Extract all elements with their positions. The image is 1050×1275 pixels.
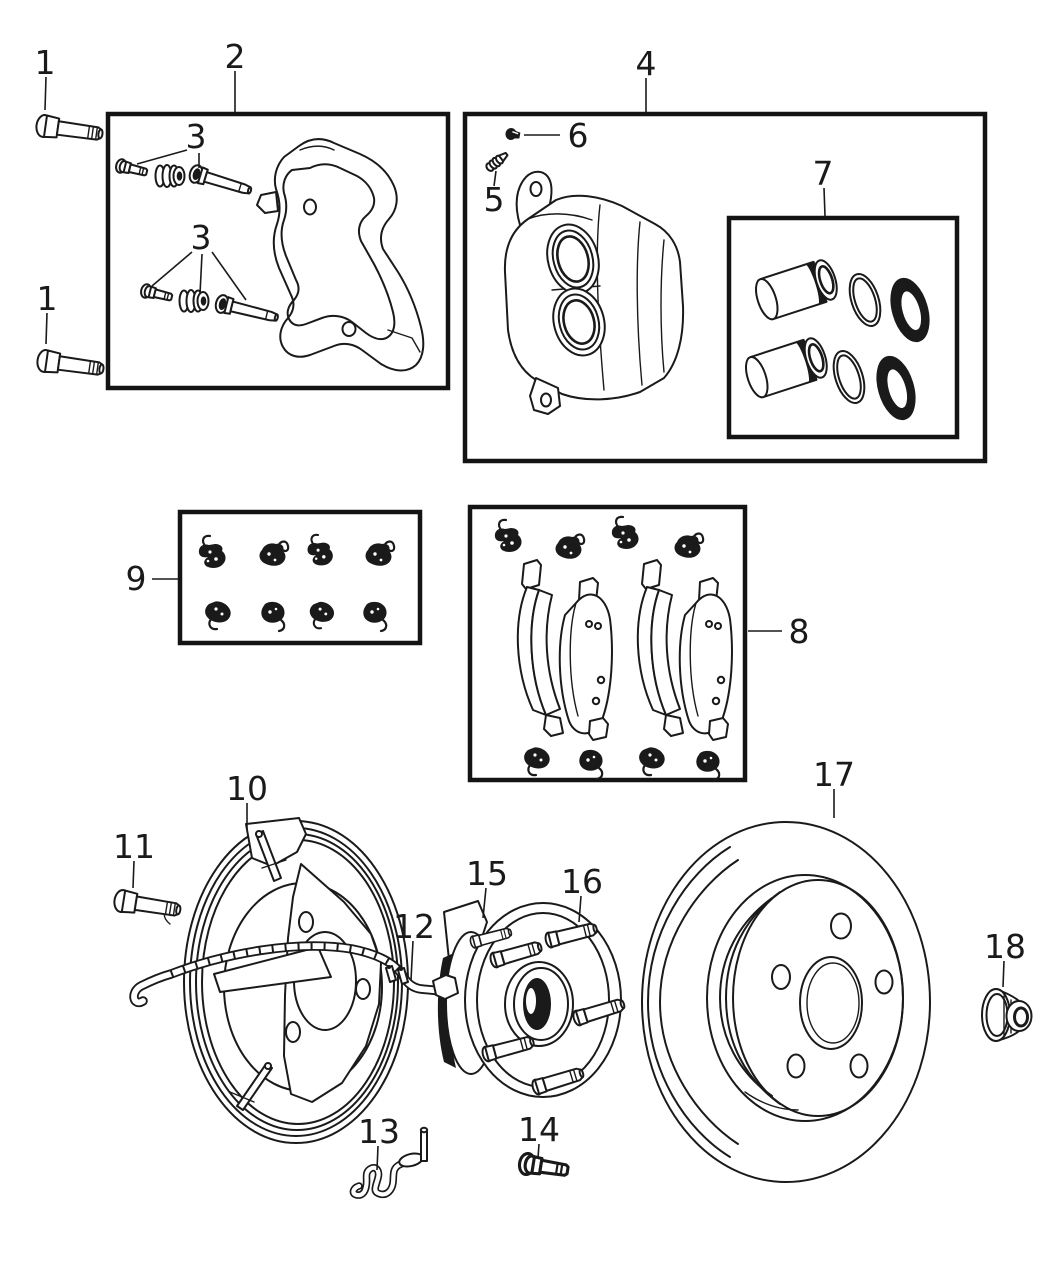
leader-13 <box>376 1145 379 1171</box>
callout-16: 16 <box>561 862 603 901</box>
callout-11: 11 <box>113 827 155 866</box>
guide-pin-kit-upper <box>113 157 255 201</box>
leader-12 <box>410 940 414 981</box>
callout-1-upper: 1 <box>35 43 56 82</box>
callout-13: 13 <box>358 1112 400 1151</box>
hardware-clip-kit-box <box>177 509 423 646</box>
leader-3-upper <box>136 149 200 168</box>
brake-rotor <box>641 821 931 1183</box>
bleeder-screw <box>485 151 509 172</box>
leader-1-upper <box>44 76 47 111</box>
hub-bearing-assembly <box>437 900 628 1098</box>
callout-12: 12 <box>393 907 435 946</box>
brake-pad-kit <box>493 515 733 782</box>
callout-3-upper: 3 <box>186 117 207 156</box>
shield-top-tab <box>245 817 307 867</box>
callout-8: 8 <box>789 612 810 651</box>
caliper-assembly-box <box>462 111 988 464</box>
brake-caliper <box>503 170 685 415</box>
callout-5: 5 <box>484 180 505 219</box>
callout-14: 14 <box>518 1110 560 1149</box>
brake-splash-shield <box>163 817 409 1144</box>
callout-2: 2 <box>225 37 246 76</box>
mounting-bolt-lower <box>35 348 106 382</box>
leader-5 <box>493 170 497 187</box>
guide-pin-kit-lower <box>138 282 281 328</box>
leader-11 <box>132 860 135 889</box>
callout-10: 10 <box>226 769 268 808</box>
wheel-speed-sensor-wire <box>129 941 459 1008</box>
piston-seal-kit-box <box>726 215 960 440</box>
leader-15 <box>482 887 487 919</box>
callout-7: 7 <box>813 154 834 193</box>
leader-18 <box>1002 960 1005 988</box>
piston-and-seal-kit <box>740 255 937 425</box>
callout-1-lower: 1 <box>37 279 58 318</box>
hub-flange-nut <box>981 988 1033 1042</box>
pad-hardware-kit <box>197 533 396 633</box>
leader-7 <box>823 187 826 217</box>
leader-16 <box>578 895 582 923</box>
shield-bolt <box>111 887 183 923</box>
leader-14 <box>537 1143 540 1159</box>
callouts: 1 2 3 3 1 4 5 6 7 9 8 10 11 12 15 16 17 <box>35 37 1026 1171</box>
caliper-adapter-bracket <box>256 138 425 372</box>
callout-3-lower: 3 <box>191 218 212 257</box>
callout-4: 4 <box>636 44 657 83</box>
callout-17: 17 <box>813 755 855 794</box>
leader-3-lower <box>151 251 247 301</box>
mounting-bolt-upper <box>34 113 105 147</box>
callout-6: 6 <box>568 116 589 155</box>
callout-15: 15 <box>466 854 508 893</box>
callout-18: 18 <box>984 927 1026 966</box>
bracket-bolt <box>516 1150 571 1183</box>
callout-9: 9 <box>126 559 147 598</box>
bleeder-cap <box>505 128 521 140</box>
caliper-adapter-box <box>105 111 451 391</box>
sensor-wire-bracket <box>349 1126 429 1199</box>
brake-pad-kit-box <box>467 504 748 783</box>
leader-1-lower <box>45 312 48 345</box>
